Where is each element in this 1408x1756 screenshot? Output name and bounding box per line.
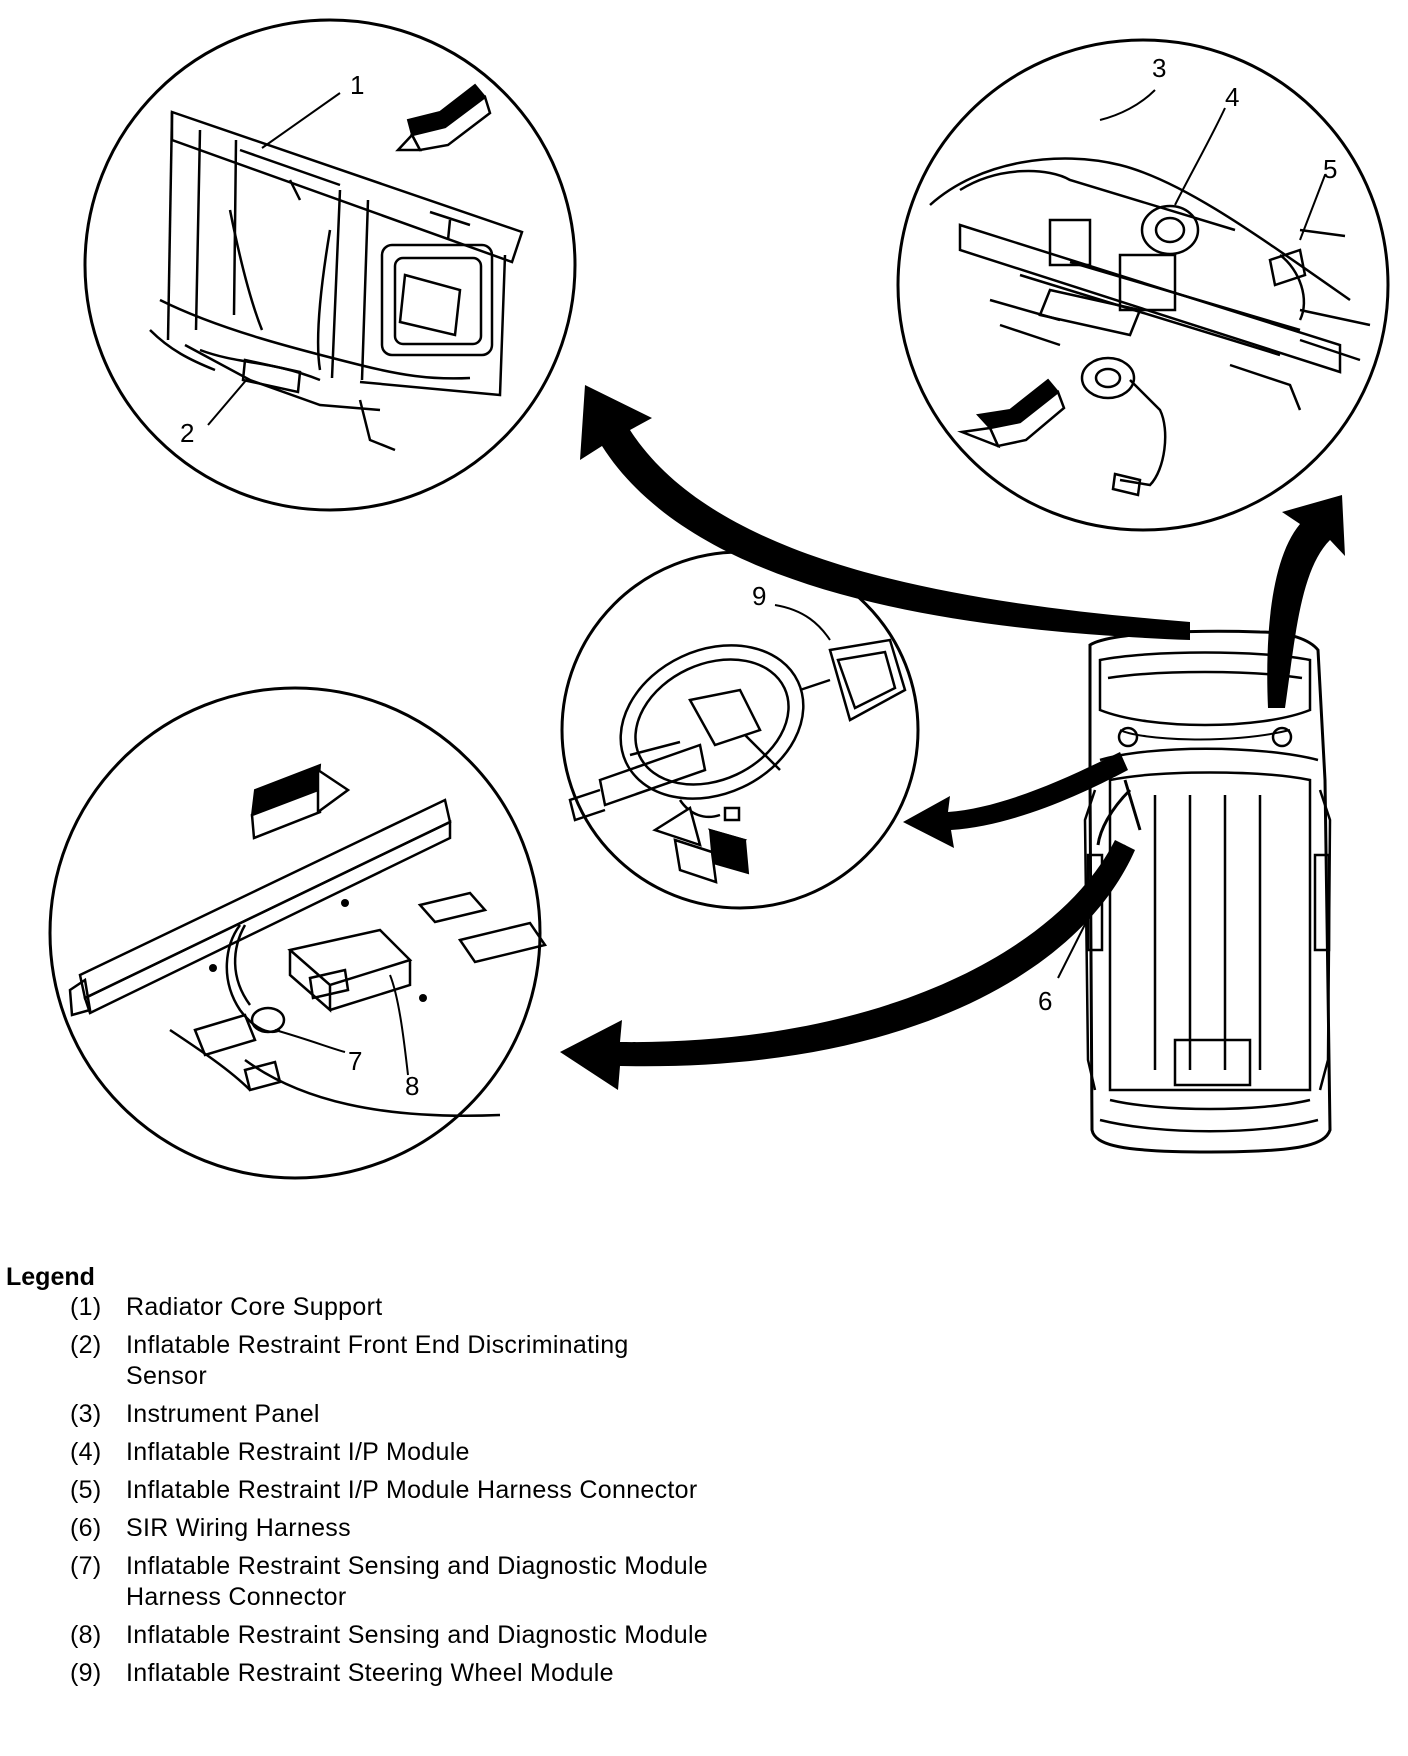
legend-item-text: Inflatable Restraint Steering Wheel Modu… xyxy=(126,1659,614,1687)
legend-item-text: Inflatable Restraint I/P Module xyxy=(126,1438,470,1466)
detail-view-radiator xyxy=(83,18,577,512)
legend: Legend (1) Radiator Core Support (2) Infla… xyxy=(6,1262,906,1696)
legend-item: (4) Inflatable Restraint I/P Module xyxy=(6,1437,716,1468)
arrow-to-radiator-view xyxy=(580,385,1190,640)
legend-item-text: Instrument Panel xyxy=(126,1400,320,1428)
legend-item-number: (7) xyxy=(70,1552,102,1580)
pointer-arrows xyxy=(560,385,1345,1090)
detail-view-instrument-panel xyxy=(896,38,1390,532)
callout-2: 2 xyxy=(180,418,194,448)
callout-9: 9 xyxy=(752,581,766,611)
legend-item: (9) Inflatable Restraint Steering Wheel M… xyxy=(6,1658,716,1689)
legend-item: (3) Instrument Panel xyxy=(6,1399,716,1430)
legend-item-number: (4) xyxy=(70,1438,102,1466)
legend-item-number: (2) xyxy=(70,1331,102,1359)
arrow-to-instrument-panel-view xyxy=(1267,495,1345,708)
detail-view-sdm xyxy=(48,686,548,1180)
callout-6: 6 xyxy=(1038,986,1052,1016)
arrow-to-steering-wheel-view xyxy=(903,752,1128,848)
legend-item-number: (1) xyxy=(70,1293,102,1321)
vehicle-top-view xyxy=(1057,629,1332,1154)
legend-item: (7) Inflatable Restraint Sensing and Diag… xyxy=(6,1551,716,1613)
arrow-to-sdm-view xyxy=(560,840,1135,1090)
legend-item-text: Inflatable Restraint Sensing and Diagnos… xyxy=(126,1552,709,1611)
callout-8: 8 xyxy=(405,1071,419,1101)
legend-item: (5) Inflatable Restraint I/P Module Harne… xyxy=(6,1475,716,1506)
legend-item-text: Radiator Core Support xyxy=(126,1293,383,1321)
legend-item-number: (5) xyxy=(70,1476,102,1504)
legend-item-number: (8) xyxy=(70,1621,102,1649)
callout-1: 1 xyxy=(350,70,364,100)
legend-item-number: (3) xyxy=(70,1400,102,1428)
callout-7: 7 xyxy=(348,1046,362,1076)
callout-3: 3 xyxy=(1152,53,1166,83)
legend-item-text: Inflatable Restraint I/P Module Harness … xyxy=(126,1476,698,1504)
legend-item: (6) SIR Wiring Harness xyxy=(6,1513,716,1544)
callout-labels: 1 2 3 4 5 6 7 8 9 xyxy=(180,53,1337,1101)
legend-item-number: (9) xyxy=(70,1659,102,1687)
legend-list: (1) Radiator Core Support (2) Inflatable R… xyxy=(6,1292,906,1689)
legend-item: (1) Radiator Core Support xyxy=(6,1292,716,1323)
detail-view-steering-wheel xyxy=(560,550,920,910)
legend-title: Legend xyxy=(6,1263,95,1291)
legend-item-text: Inflatable Restraint Sensing and Diagnos… xyxy=(126,1621,709,1649)
legend-item-text: SIR Wiring Harness xyxy=(126,1514,351,1542)
legend-item-number: (6) xyxy=(70,1514,102,1542)
callout-5: 5 xyxy=(1323,154,1337,184)
legend-item: (8) Inflatable Restraint Sensing and Diag… xyxy=(6,1620,716,1651)
legend-item-text: Inflatable Restraint Front End Discrimin… xyxy=(126,1331,629,1390)
sir-component-location-diagram: 1 2 3 4 5 6 7 8 9 xyxy=(48,18,1390,1180)
callout-4: 4 xyxy=(1225,82,1239,112)
legend-item: (2) Inflatable Restraint Front End Discri… xyxy=(6,1330,716,1392)
